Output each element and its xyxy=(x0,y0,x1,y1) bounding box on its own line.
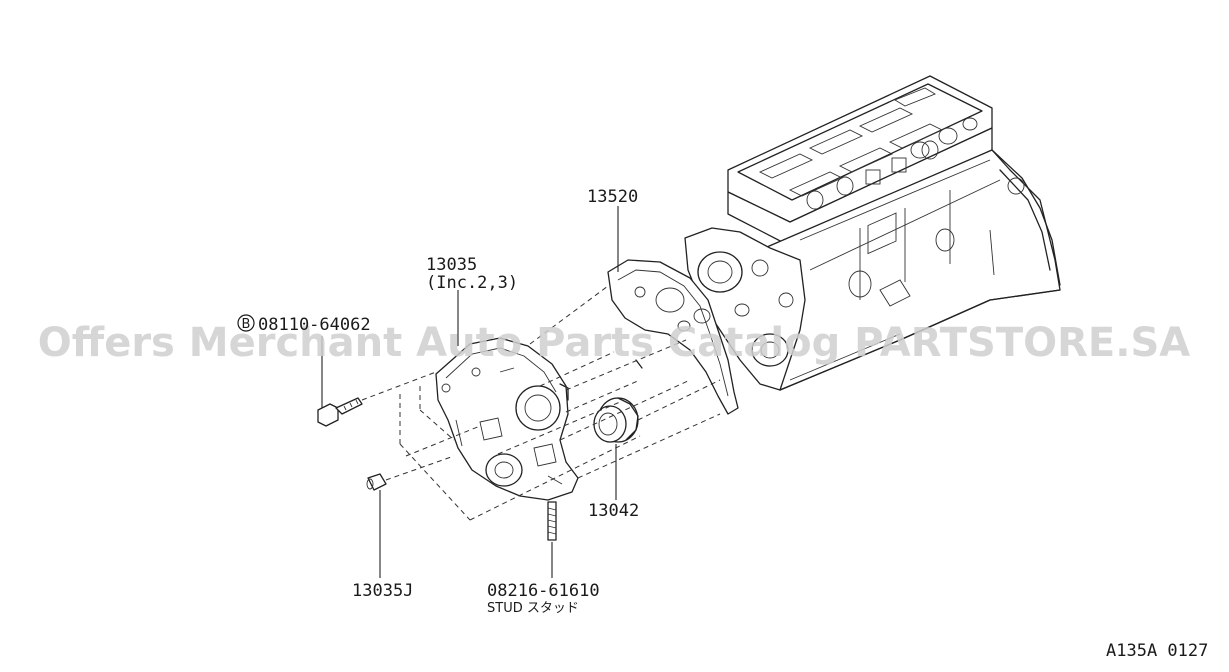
label-13520[interactable]: 13520 xyxy=(587,187,638,207)
label-13042[interactable]: 13042 xyxy=(588,501,639,521)
label-13035j[interactable]: 13035J xyxy=(352,581,413,601)
dowel-pin xyxy=(366,473,387,491)
block-front-plate xyxy=(684,227,806,391)
label-13035[interactable]: 13035 xyxy=(426,255,477,275)
bolt xyxy=(317,397,363,427)
label-13035-note: (Inc.2,3) xyxy=(426,273,518,293)
marker-letter: B xyxy=(242,317,251,332)
marker-circle-icon xyxy=(237,314,255,332)
bolt-label-group[interactable]: B 08110-64062 xyxy=(237,314,371,335)
label-stud[interactable]: 08216-61610 xyxy=(487,581,600,601)
label-stud-desc: STUD スタッド xyxy=(487,601,579,616)
front-cover xyxy=(435,337,579,501)
assembly-lines xyxy=(361,285,721,521)
diagram-code: A135A 0127 xyxy=(1106,641,1208,661)
stud xyxy=(547,501,557,541)
front-cover-gasket xyxy=(607,259,739,415)
engine-block xyxy=(727,75,1061,391)
leader-lines xyxy=(321,206,619,578)
watermark-text: Offers Merchant Auto Parts Catalog PARTS… xyxy=(38,320,1190,366)
label-bolt[interactable]: 08110-64062 xyxy=(258,315,371,335)
oil-seal xyxy=(593,397,639,443)
